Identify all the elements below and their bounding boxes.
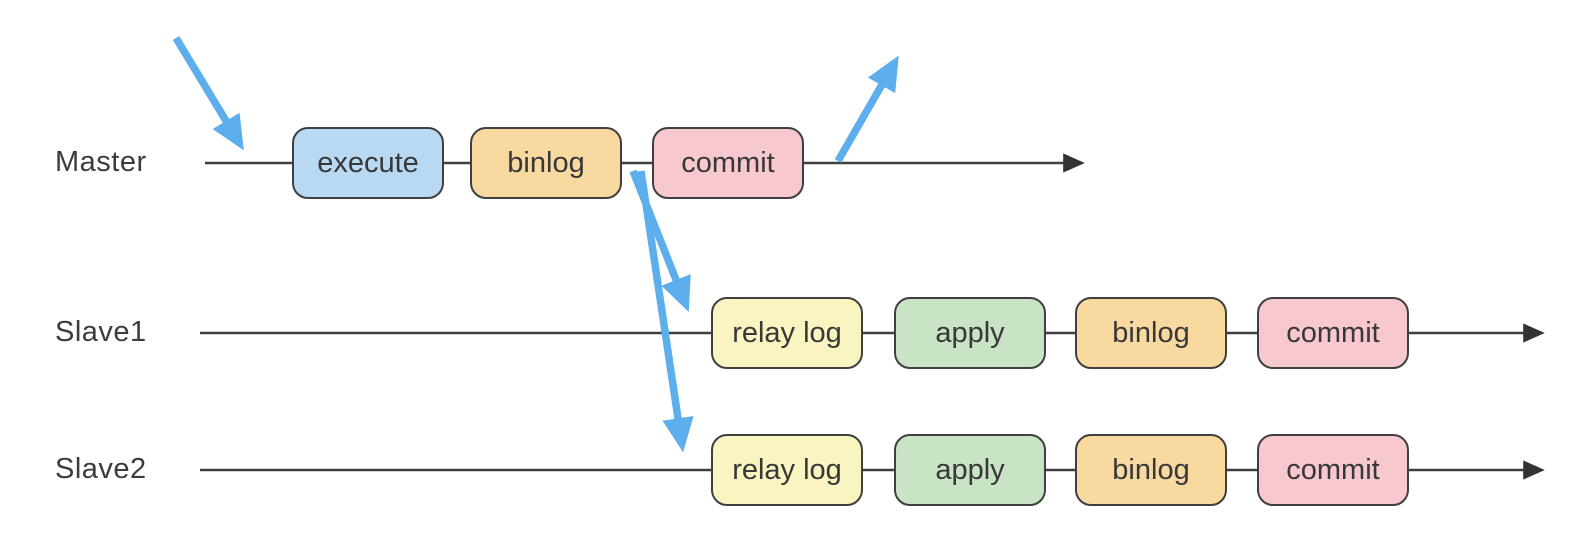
master-row-label: Master bbox=[55, 146, 147, 178]
slave1-binlog-node: binlog bbox=[1075, 297, 1227, 369]
slave1-commit-node: commit bbox=[1257, 297, 1409, 369]
response-out-arrow bbox=[834, 55, 899, 163]
slave1-relay-log-node: relay log bbox=[711, 297, 863, 369]
slave2-commit-node: commit bbox=[1257, 434, 1409, 506]
binlog-sync-arrow-slave2 bbox=[637, 170, 694, 453]
slave1-row-label: Slave1 bbox=[55, 316, 147, 348]
master-execute-node: execute bbox=[292, 127, 444, 199]
slave2-relay-log-node: relay log bbox=[711, 434, 863, 506]
request-in-arrow bbox=[172, 36, 244, 151]
slave2-row-label: Slave2 bbox=[55, 453, 147, 485]
slave1-apply-node: apply bbox=[894, 297, 1046, 369]
master-binlog-node: binlog bbox=[470, 127, 622, 199]
slave2-binlog-node: binlog bbox=[1075, 434, 1227, 506]
master-commit-node: commit bbox=[652, 127, 804, 199]
slave2-apply-node: apply bbox=[894, 434, 1046, 506]
